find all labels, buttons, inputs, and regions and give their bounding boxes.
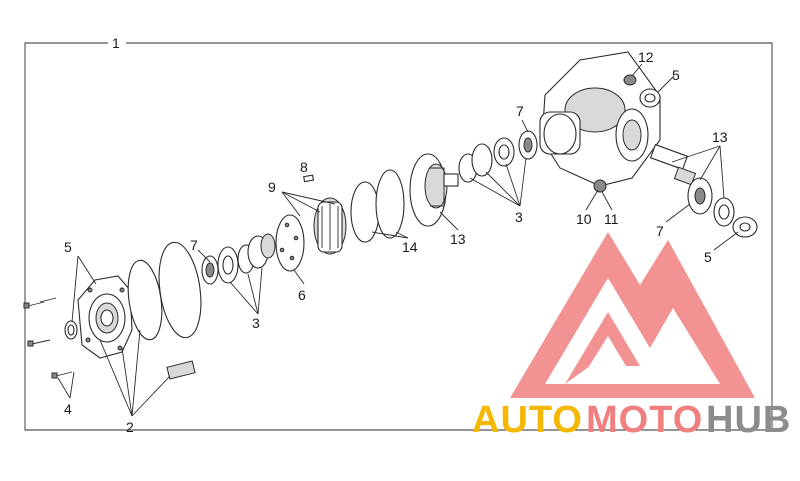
pin xyxy=(303,174,315,183)
callout-5-left: 5 xyxy=(64,239,72,255)
oil-seal-left xyxy=(64,320,78,340)
callout-9: 9 xyxy=(268,179,276,195)
bearing-upper xyxy=(518,130,538,160)
callout-13-right: 13 xyxy=(712,129,728,145)
watermark-moto: MOTO xyxy=(586,399,703,441)
callout-7-upper: 7 xyxy=(516,103,524,119)
watermark-auto: AUTO xyxy=(472,399,583,441)
callout-5-lower-right: 5 xyxy=(704,249,712,265)
left-cover-housing xyxy=(77,275,133,359)
callout-6: 6 xyxy=(298,287,306,303)
watermark-logo xyxy=(510,232,755,398)
callout-3-right: 3 xyxy=(515,209,523,225)
bolts-left xyxy=(23,297,73,379)
bearing-lower-right xyxy=(687,177,713,215)
callout-14: 14 xyxy=(402,239,418,255)
ring-bearing-set-right xyxy=(458,137,515,183)
ring-bearing-set-left xyxy=(217,233,276,284)
output-shaft xyxy=(649,143,697,186)
callout-4: 4 xyxy=(64,401,72,417)
washers-lower-right xyxy=(713,197,758,238)
leader-lines xyxy=(57,63,739,417)
bearing-left xyxy=(201,255,219,285)
callout-5-upper-right: 5 xyxy=(672,67,680,83)
callout-7-lower-right: 7 xyxy=(656,223,664,239)
watermark-hub: HUB xyxy=(706,399,791,441)
callout-10: 10 xyxy=(576,211,592,227)
callout-8: 8 xyxy=(300,159,308,175)
oil-seal-upper-right xyxy=(639,88,661,108)
callout-3-left: 3 xyxy=(252,315,260,331)
callout-13-center: 13 xyxy=(450,231,466,247)
roller-cage xyxy=(313,197,347,255)
diagram-frame xyxy=(24,42,773,431)
callout-7-left: 7 xyxy=(190,237,198,253)
callout-labels: 1 5 2 4 7 3 6 8 9 14 13 3 7 10 11 12 5 1… xyxy=(64,35,728,435)
drain-plug xyxy=(593,179,607,193)
breather-cap xyxy=(623,74,637,86)
callout-12: 12 xyxy=(638,49,654,65)
callout-1: 1 xyxy=(112,35,120,51)
small-sensor-part xyxy=(166,360,196,380)
right-housing xyxy=(539,51,661,187)
gasket-o-rings-left xyxy=(127,241,202,341)
pressure-plate xyxy=(275,214,305,272)
callout-11: 11 xyxy=(604,211,619,227)
ring-gear xyxy=(409,153,459,227)
callout-2: 2 xyxy=(126,419,134,435)
friction-plates xyxy=(350,169,405,243)
